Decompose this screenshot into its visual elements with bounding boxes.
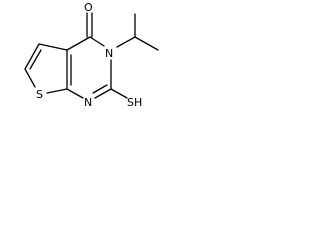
bond-c4-c4a <box>66 36 91 51</box>
bond-c6-s7 <box>24 68 36 88</box>
molecule-diagram: O N N S SH <box>0 0 207 136</box>
bond-c5-c6 <box>24 43 40 70</box>
bond-n1-c7a <box>66 88 84 99</box>
bond-s7-c7a <box>46 88 68 94</box>
atom-thiol: SH <box>127 96 142 109</box>
atom-sulfur-ring: S <box>36 88 43 101</box>
bond-c2-n1-2 <box>92 84 108 94</box>
bond-c2-n1-1 <box>94 88 112 99</box>
bond-c4a-c5 <box>38 43 68 51</box>
bond-c2-sh <box>110 88 128 99</box>
bond-c5-c6-inner <box>29 49 42 70</box>
atom-nitrogen-n1: N <box>84 96 92 109</box>
bond-c4-n3 <box>89 36 105 47</box>
molecule-structure: O N N S SH <box>24 1 159 109</box>
bond-ch-me2 <box>134 36 159 51</box>
atom-labels: O N N S SH <box>36 1 142 109</box>
atom-nitrogen-n3: N <box>105 47 113 60</box>
bond-n3-ch <box>116 36 136 48</box>
atom-oxygen: O <box>84 1 93 14</box>
bonds <box>24 12 159 99</box>
